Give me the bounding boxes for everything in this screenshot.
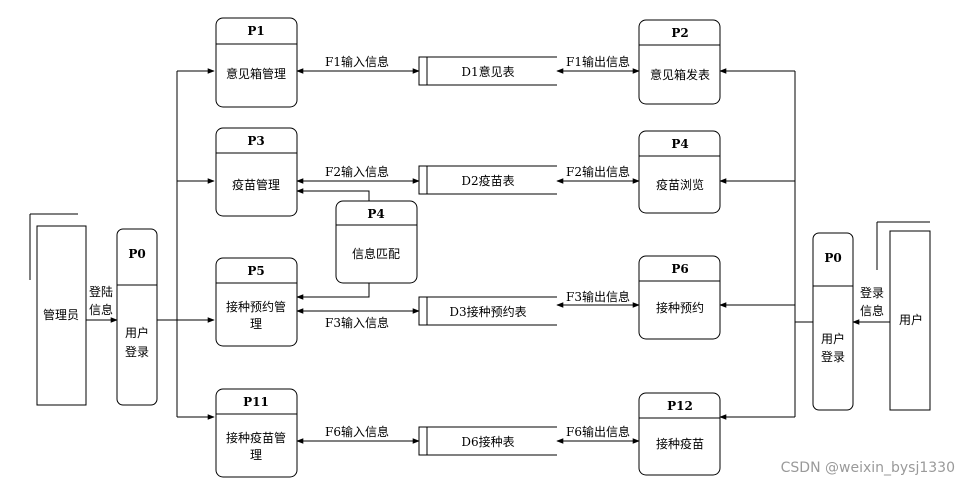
process-id: P1 xyxy=(247,24,264,38)
entity-user-label: 用户 xyxy=(899,312,923,327)
process-id: P12 xyxy=(667,399,693,413)
flow-f1-out-label: F1输出信息 xyxy=(566,54,630,69)
flow-f2-out-label: F2输出信息 xyxy=(566,164,630,179)
flow-admin-login-label-2: 信息 xyxy=(89,302,113,317)
process-name: 疫苗管理 xyxy=(232,177,280,192)
store-d6: D6接种表 xyxy=(418,426,557,456)
process-name: 意见箱发表 xyxy=(650,67,710,82)
flow-f6-in-label: F6输入信息 xyxy=(325,424,389,439)
store-d2: D2疫苗表 xyxy=(418,165,557,195)
process-name-line1: 用户 xyxy=(821,331,845,346)
store-d3: D3接种预约表 xyxy=(418,296,557,326)
store-label: D3接种预约表 xyxy=(449,304,526,319)
process-p2: P2 意见箱发表 xyxy=(638,19,721,105)
process-p5: P5 接种预约管 理 xyxy=(215,257,298,347)
process-name: 接种疫苗 xyxy=(656,436,704,451)
flow-f3-out-label: F3输出信息 xyxy=(566,289,630,304)
flow-user-login-label-1: 登录 xyxy=(860,285,884,300)
right-bus xyxy=(719,68,813,420)
process-p11: P11 接种疫苗管 理 xyxy=(215,388,298,478)
store-label: D6接种表 xyxy=(461,434,514,449)
flow-f6-out-label: F6输出信息 xyxy=(566,424,630,439)
process-id: P0 xyxy=(128,247,145,261)
process-name: 信息匹配 xyxy=(352,246,400,261)
process-name: 疫苗浏览 xyxy=(656,177,704,192)
process-p3: P3 疫苗管理 xyxy=(215,127,298,217)
entity-admin: 管理员 xyxy=(29,213,87,406)
process-id: P11 xyxy=(243,395,269,409)
flow-user-login-label-2: 信息 xyxy=(860,303,884,318)
process-p6: P6 接种预约 xyxy=(638,255,721,340)
store-d1: D1意见表 xyxy=(418,56,557,86)
watermark: CSDN @weixin_bysj1330 xyxy=(781,460,955,476)
store-label: D2疫苗表 xyxy=(461,173,514,188)
process-id: P4 xyxy=(671,137,688,151)
process-name-line1: 用户 xyxy=(125,325,149,340)
process-id: P5 xyxy=(247,264,264,278)
process-name: 接种预约 xyxy=(656,300,704,315)
process-name-line2: 登录 xyxy=(125,344,149,359)
left-bus xyxy=(157,68,215,420)
process-p1: P1 意见箱管理 xyxy=(215,17,298,108)
process-id: P2 xyxy=(671,26,688,40)
flow-f2-in-label: F2输入信息 xyxy=(325,164,389,179)
process-id: P4 xyxy=(367,207,384,221)
store-label: D1意见表 xyxy=(461,64,514,79)
flow-f3-in-label: F3输入信息 xyxy=(325,315,389,330)
process-name-line2: 理 xyxy=(250,317,262,331)
process-p12: P12 接种疫苗 xyxy=(638,392,721,476)
process-p0-right: P0 用户 登录 xyxy=(812,232,854,411)
process-name-line2: 登录 xyxy=(821,349,845,364)
flow-match-to-p3-arrow xyxy=(296,188,370,201)
process-id: P0 xyxy=(824,251,841,265)
entity-user: 用户 xyxy=(876,221,931,411)
process-p4-match: P4 信息匹配 xyxy=(335,200,418,284)
process-name-line1: 接种疫苗管 xyxy=(226,430,286,445)
process-p0-left: P0 用户 登录 xyxy=(116,228,158,406)
process-name-line1: 接种预约管 xyxy=(226,299,286,314)
process-name-line2: 理 xyxy=(250,448,262,462)
flow-match-to-p5-arrow xyxy=(296,283,370,300)
process-id: P6 xyxy=(671,262,688,276)
flow-admin-login-label-1: 登陆 xyxy=(89,284,113,299)
entity-admin-label: 管理员 xyxy=(43,307,79,322)
flow-f1-in-label: F1输入信息 xyxy=(325,54,389,69)
process-p4: P4 疫苗浏览 xyxy=(638,130,721,214)
process-name: 意见箱管理 xyxy=(226,66,286,81)
process-id: P3 xyxy=(247,134,264,148)
